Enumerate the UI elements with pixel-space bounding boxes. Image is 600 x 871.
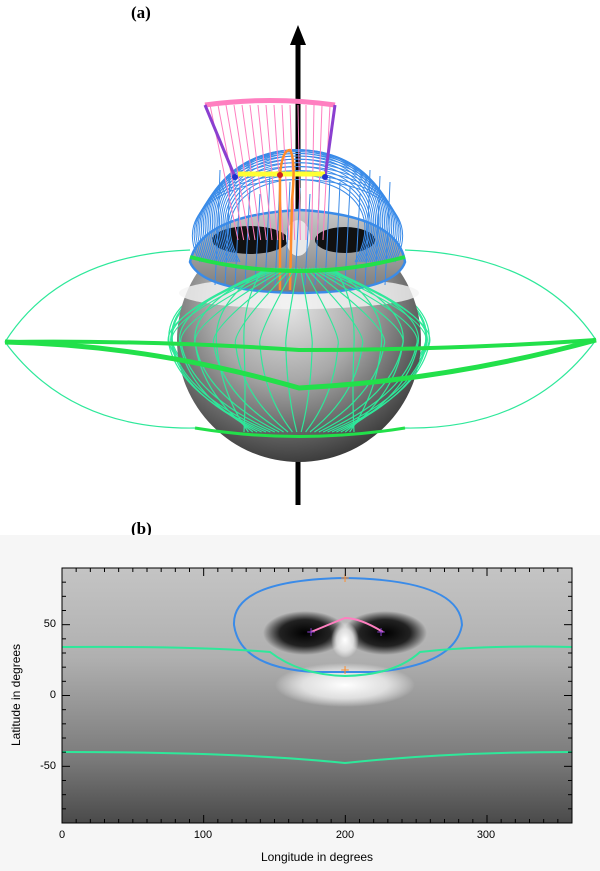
green-ring-top xyxy=(189,255,406,273)
closed-field-loop xyxy=(214,169,221,286)
marker-plus-top-icon: + xyxy=(340,571,350,585)
open-field-line xyxy=(328,267,404,433)
open-field-line xyxy=(302,267,339,433)
closed-field-loop xyxy=(224,175,231,286)
y-tick-label: 50 xyxy=(44,618,56,630)
panel-a-label: (a) xyxy=(131,3,151,22)
footpoint-right xyxy=(322,174,328,180)
open-field-line xyxy=(330,267,383,433)
open-field-line xyxy=(299,267,313,433)
map-ticks xyxy=(61,567,573,824)
open-field-line xyxy=(325,267,420,433)
closed-field-loop xyxy=(234,181,241,286)
y-tick-label: 0 xyxy=(50,689,56,701)
open-field-line xyxy=(333,267,355,433)
flux-rope-leg-left xyxy=(203,104,237,178)
marker-plus-bottom-icon: + xyxy=(340,663,350,677)
closed-field-loop xyxy=(222,162,373,263)
open-field-line xyxy=(305,267,364,433)
map-bright-region xyxy=(275,663,415,707)
footpoint-left xyxy=(232,174,238,180)
x-tick-label: 100 xyxy=(194,829,212,841)
panel-a-figure xyxy=(4,25,597,505)
flux-rope-leg-right xyxy=(323,104,337,178)
open-field-line xyxy=(308,267,386,433)
closed-field-loop xyxy=(254,193,261,286)
current-sheet xyxy=(4,337,597,391)
map-dark-spot-left xyxy=(263,611,347,655)
axis-arrowhead-icon xyxy=(290,25,306,45)
map-plot-area xyxy=(62,568,572,823)
y-tick-label: -50 xyxy=(40,760,56,772)
closed-field-loop xyxy=(215,151,380,263)
map-neutral-line-north xyxy=(61,645,573,678)
flux-rope-line xyxy=(225,104,250,241)
closed-field-loop xyxy=(220,158,375,263)
map-frame xyxy=(61,567,573,824)
open-field-line xyxy=(4,339,597,429)
dark-spot-right xyxy=(315,227,375,253)
y-axis-title: Latitude in degrees xyxy=(9,644,23,746)
open-field-line xyxy=(259,267,296,433)
closed-field-loop xyxy=(354,193,361,286)
open-field-line xyxy=(4,249,597,343)
open-field-line xyxy=(314,267,418,433)
map-neutral-line-south xyxy=(61,751,573,765)
closed-field-loop xyxy=(213,149,382,263)
map-dark-spot-right xyxy=(343,611,427,655)
closed-field-loop xyxy=(284,181,291,286)
orange-field-line xyxy=(278,148,295,291)
closed-field-loop xyxy=(304,193,311,286)
map-flux-rope xyxy=(310,616,384,633)
map-bright-spot xyxy=(331,622,359,658)
panel-b-label: (b) xyxy=(131,519,152,538)
closed-field-loop xyxy=(384,181,391,286)
x-tick-label: 300 xyxy=(477,829,495,841)
flux-rope-line xyxy=(217,104,245,241)
x-tick-label: 200 xyxy=(336,829,354,841)
green-ring-bottom xyxy=(194,426,406,438)
dark-spot-left xyxy=(212,226,288,254)
closed-field-loop xyxy=(229,179,366,263)
closed-field-loop xyxy=(219,155,376,263)
closed-field-loop xyxy=(344,187,351,286)
map-background xyxy=(0,535,600,871)
closed-field-loop xyxy=(364,169,371,286)
closed-field-loop xyxy=(374,175,381,286)
x-axis-title: Longitude in degrees xyxy=(261,850,373,864)
closed-field-loop xyxy=(224,166,371,263)
map-closed-boundary xyxy=(232,576,464,673)
flux-rope-top xyxy=(204,98,336,108)
x-tick-label: 0 xyxy=(59,829,65,841)
current-sheet-back xyxy=(4,338,597,353)
marker-plus-left-icon: + xyxy=(306,625,316,639)
marker-plus-right-icon: + xyxy=(376,625,386,639)
footpoint-center xyxy=(277,172,283,178)
open-field-line xyxy=(285,267,299,433)
